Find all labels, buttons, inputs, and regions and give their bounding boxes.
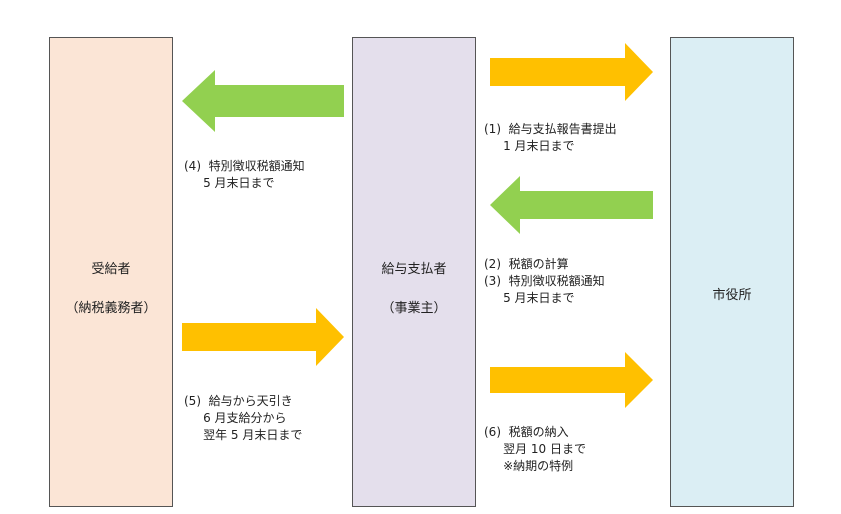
arrow-right-withholding-icon bbox=[182, 308, 344, 366]
step-5-note: (5) 給与から天引き 6 月支給分から 翌年 5 月末日まで bbox=[184, 394, 303, 442]
recipient-subtitle: （納税義務者） bbox=[65, 301, 157, 316]
employer-title: 給与支払者 bbox=[381, 262, 447, 277]
recipient-box: 受給者 （納税義務者） bbox=[49, 37, 173, 507]
arrow-right-payment-to-city-icon bbox=[490, 352, 653, 408]
step-2-3-note: (2) 税額の計算 (3) 特別徴収税額通知 5 月末日まで bbox=[484, 257, 605, 305]
recipient-title: 受給者 bbox=[91, 262, 131, 277]
city-office-box: 市役所 bbox=[670, 37, 794, 507]
step-4-note: (4) 特別徴収税額通知 5 月末日まで bbox=[184, 159, 305, 190]
arrow-left-notice-to-recipient-icon bbox=[182, 70, 344, 132]
step-6-note: (6) 税額の納入 翌月 10 日まで ※納期の特例 bbox=[484, 425, 586, 473]
arrow-right-report-to-city-icon bbox=[490, 43, 653, 101]
step-1-note: (1) 給与支払報告書提出 1 月末日まで bbox=[484, 122, 617, 153]
employer-subtitle: （事業主） bbox=[381, 301, 447, 316]
city-office-title: 市役所 bbox=[712, 288, 752, 303]
employer-box: 給与支払者 （事業主） bbox=[352, 37, 476, 507]
arrow-left-notice-to-employer-icon bbox=[490, 176, 653, 234]
